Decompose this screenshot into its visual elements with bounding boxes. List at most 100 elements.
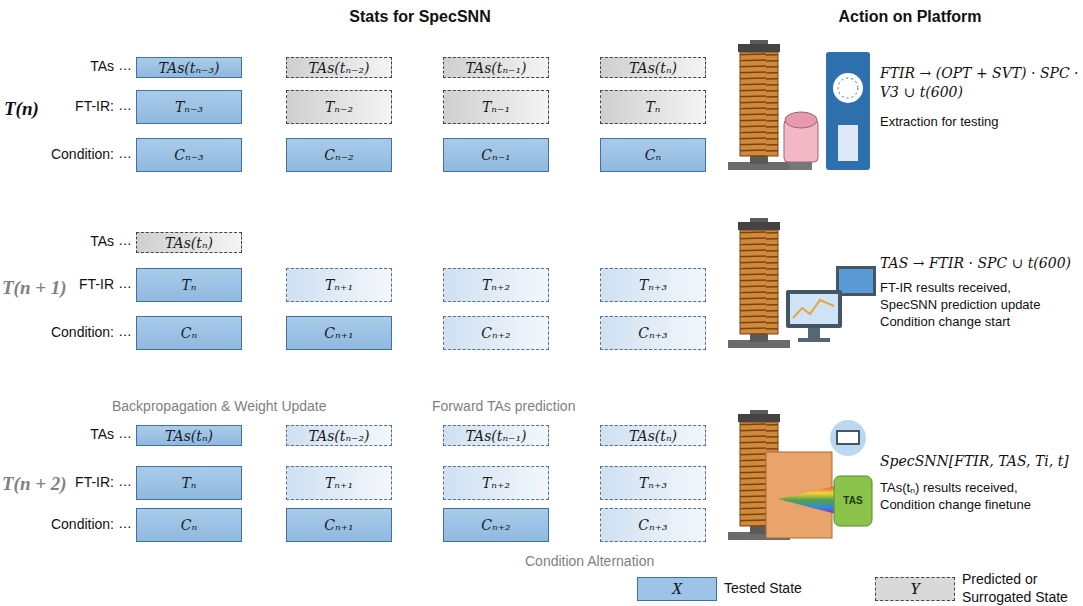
- state-label: Cₙ₋₁: [481, 147, 510, 163]
- state-box: TAs(tₙ₋₃): [136, 57, 242, 78]
- state-box: Cₙ₊₃: [600, 316, 706, 350]
- state-label: Cₙ₊₃: [638, 517, 667, 533]
- state-box: Cₙ₋₂: [286, 138, 392, 172]
- state-box: Cₙ: [136, 508, 242, 542]
- state-box: Cₙ₋₃: [136, 138, 242, 172]
- state-box: Tₙ₊₁: [286, 268, 392, 302]
- state-box: Tₙ: [136, 268, 242, 302]
- ellipsis: …: [116, 516, 134, 531]
- state-label: Cₙ₋₃: [174, 147, 203, 163]
- state-box: Cₙ₊₁: [286, 316, 392, 350]
- state-box: Cₙ: [600, 138, 706, 172]
- pump: [784, 112, 818, 170]
- state-box: Tₙ₋₃: [136, 90, 242, 124]
- state-label: TAs(tₙ): [629, 428, 677, 444]
- state-label: Tₙ₊₁: [325, 277, 353, 293]
- row-label: TAs: [60, 426, 114, 442]
- state-box: Tₙ₋₂: [286, 90, 392, 124]
- state-box: TAs(tₙ): [136, 232, 242, 253]
- row-label: TAs: [60, 233, 114, 249]
- reactor-stand: [728, 40, 790, 170]
- legend-text: Tested State: [724, 580, 864, 598]
- action-formula: SpecSNN[FTIR, TAS, Ti, t]: [880, 452, 1080, 471]
- ellipsis: …: [116, 233, 134, 248]
- row-label: Condition:: [20, 146, 114, 162]
- state-label: Cₙ₊₁: [324, 325, 353, 341]
- section-heading: Stats for SpecSNN: [320, 8, 520, 26]
- state-box: Tₙ: [136, 466, 242, 500]
- row-label: FT-IR:: [50, 98, 114, 114]
- state-label: Tₙ₋₁: [482, 99, 510, 115]
- state-label: TAs(tₙ₋₁): [465, 428, 526, 444]
- state-box: Tₙ: [600, 90, 706, 124]
- state-label: Tₙ: [181, 475, 196, 491]
- row-label: FT-IR: [76, 276, 114, 292]
- ellipsis: …: [116, 58, 134, 73]
- state-box: Tₙ₊₃: [600, 466, 706, 500]
- state-label: TAs(tₙ₋₃): [158, 60, 219, 76]
- state-label: Cₙ₊₃: [638, 325, 667, 341]
- state-label: TAs(tₙ₋₂): [308, 60, 369, 76]
- section-heading: Action on Platform: [815, 8, 1005, 26]
- action-note: TAs(tₙ) results received, Condition chan…: [880, 480, 1075, 514]
- state-label: Tₙ₊₂: [482, 475, 510, 491]
- state-label: TAs(tₙ): [165, 428, 213, 444]
- state-label: TAs(tₙ₋₁): [465, 60, 526, 76]
- state-label: Tₙ: [181, 277, 196, 293]
- state-label: Cₙ₋₂: [324, 147, 353, 163]
- state-box: TAs(tₙ₋₁): [443, 57, 549, 78]
- state-label: TAs(tₙ₋₂): [308, 428, 369, 444]
- row-label: TAs: [60, 58, 114, 74]
- state-box: Tₙ₊₁: [286, 466, 392, 500]
- instrument-label: TAS: [835, 495, 871, 506]
- row-label: Condition:: [20, 324, 114, 340]
- state-label: Tₙ₋₂: [325, 99, 353, 115]
- ellipsis: …: [116, 426, 134, 441]
- action-note: Extraction for testing: [880, 114, 1075, 131]
- computer-monitors: [786, 266, 876, 342]
- legend-symbol: Y: [875, 577, 955, 601]
- state-box: TAs(tₙ): [600, 57, 706, 78]
- ellipsis: …: [116, 146, 134, 161]
- state-box: Cₙ₊₂: [443, 316, 549, 350]
- state-box: Tₙ₊₂: [443, 466, 549, 500]
- state-label: Cₙ: [645, 147, 661, 163]
- ellipsis: …: [116, 474, 134, 489]
- state-label: Tₙ₊₂: [482, 277, 510, 293]
- state-label: Cₙ₊₂: [481, 517, 510, 533]
- reactor-stand: [728, 218, 790, 348]
- state-box: TAs(tₙ): [600, 425, 706, 446]
- stage-note: Condition Alternation: [525, 553, 695, 569]
- ellipsis: …: [116, 324, 134, 339]
- state-label: TAs(tₙ): [629, 60, 677, 76]
- state-label: Tₙ: [645, 99, 660, 115]
- state-label: Cₙ: [181, 325, 197, 341]
- stage-note: Backpropagation & Weight Update: [112, 398, 372, 414]
- action-note: FT-IR results received, SpecSNN predicti…: [880, 280, 1055, 331]
- state-label: Tₙ₊₁: [325, 475, 353, 491]
- row-label: T(n): [4, 98, 64, 120]
- state-box: Cₙ₊₃: [600, 508, 706, 542]
- row-label: Condition:: [20, 516, 114, 532]
- state-box: Cₙ: [136, 316, 242, 350]
- state-label: TAs(tₙ): [165, 235, 213, 251]
- state-box: Cₙ₊₁: [286, 508, 392, 542]
- state-box: TAs(tₙ): [136, 425, 242, 446]
- legend-text: Predicted or Surrogated State: [962, 571, 1080, 606]
- state-box: Tₙ₊₃: [600, 268, 706, 302]
- state-box: Tₙ₋₁: [443, 90, 549, 124]
- state-box: Tₙ₊₂: [443, 268, 549, 302]
- ellipsis: …: [116, 98, 134, 113]
- state-label: Tₙ₊₃: [639, 475, 667, 491]
- legend-symbol: X: [637, 577, 717, 601]
- state-box: Cₙ₊₂: [443, 508, 549, 542]
- state-label: Cₙ: [181, 517, 197, 533]
- state-label: Cₙ₊₁: [324, 517, 353, 533]
- stage-note: Forward TAs prediction: [432, 398, 622, 414]
- action-formula: FTIR → (OPT + SVT) · SPC · V3 ∪ t(600): [880, 64, 1080, 102]
- action-formula: TAS → FTIR · SPC ∪ t(600): [880, 254, 1080, 273]
- state-box: TAs(tₙ₋₂): [286, 425, 392, 446]
- tas-instrument: [766, 420, 872, 538]
- row-label: T(n + 1): [2, 277, 74, 299]
- control-panel: [826, 52, 870, 170]
